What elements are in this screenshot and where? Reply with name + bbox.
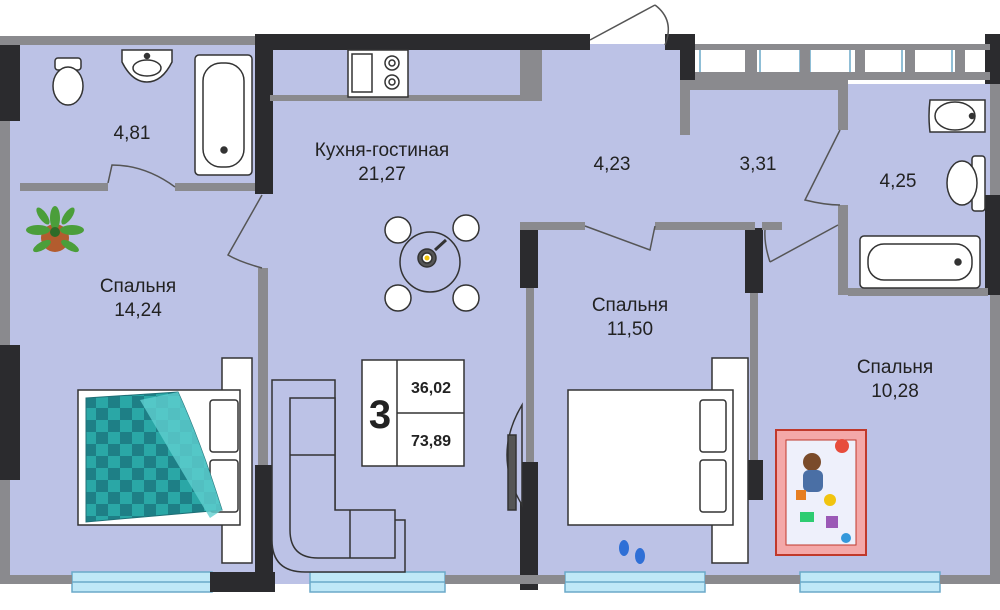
room-name-bedroom-right: Спальня (857, 357, 933, 378)
playpen-icon (775, 429, 867, 556)
badge-living-area: 36,02 (411, 380, 451, 397)
room-area-corridor: 3,31 (740, 154, 777, 175)
dining-table-icon (384, 214, 480, 312)
sink-icon (928, 99, 986, 133)
toilet-icon (946, 155, 986, 212)
stove-icon (347, 49, 409, 98)
tv-icon (506, 402, 523, 511)
bathtub-icon (194, 54, 253, 176)
room-name-kitchen-living: Кухня-гостиная (315, 140, 449, 161)
bathtub-icon (859, 235, 981, 289)
badge-rooms-count: 3 (369, 393, 391, 437)
door-swing-icon (107, 129, 841, 269)
room-area-bedroom-middle: 11,50 (607, 319, 653, 340)
plant-icon (26, 206, 84, 253)
sofa-icon (271, 379, 406, 573)
entrance-door-icon (589, 4, 670, 46)
badge-total-area: 73,89 (411, 433, 451, 450)
bed-icon (77, 357, 253, 564)
partitions (0, 36, 1000, 584)
room-name-bedroom-left: Спальня (100, 276, 176, 297)
room-area-kitchen-living: 21,27 (358, 164, 406, 185)
room-area-bedroom-left: 14,24 (114, 300, 162, 321)
balcony-frame (695, 44, 990, 80)
room-labels: 4,81 Кухня-гостиная 21,27 4,23 3,31 4,25… (100, 123, 933, 402)
room-area-bathroom-top-left: 4,81 (114, 123, 151, 144)
room-area-bathroom-right: 4,25 (880, 171, 917, 192)
area-badge: 3 36,02 73,89 (361, 359, 465, 467)
bed-icon (567, 357, 749, 564)
room-area-hallway: 4,23 (594, 154, 631, 175)
toilet-icon (52, 57, 84, 106)
room-area-bedroom-right: 10,28 (871, 381, 919, 402)
slippers-icon (619, 540, 645, 564)
exterior-walls (0, 34, 1000, 592)
sink-icon (121, 49, 173, 83)
room-name-bedroom-middle: Спальня (592, 295, 668, 316)
